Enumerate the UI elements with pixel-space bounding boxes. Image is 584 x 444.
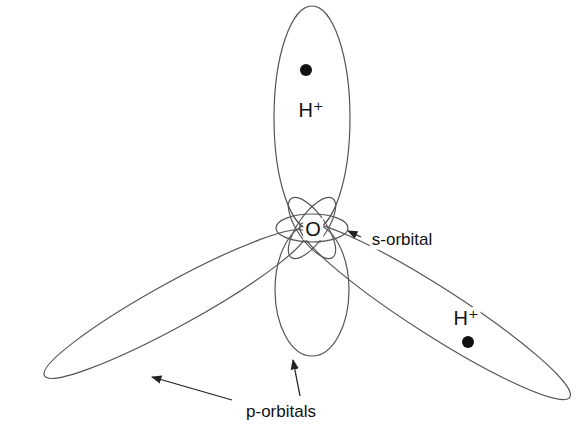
s-orbital-ellipse bbox=[280, 190, 344, 265]
leader-arrow bbox=[152, 377, 232, 400]
p-orbital-lobe bbox=[275, 224, 349, 356]
orbital-label: p-orbitals bbox=[244, 403, 318, 422]
p-orbital-lobe bbox=[34, 213, 316, 395]
hydrogen-nucleus bbox=[300, 64, 312, 76]
s-orbital-ellipse bbox=[276, 214, 348, 242]
ion-label: H⁺ bbox=[452, 307, 481, 329]
leader-arrow bbox=[293, 360, 300, 396]
p-orbital-lobe bbox=[287, 205, 582, 418]
leader-arrow bbox=[348, 231, 361, 237]
hydrogen-nucleus bbox=[462, 336, 474, 348]
p-orbital-lobe bbox=[274, 6, 350, 230]
ion-label: H⁺ bbox=[297, 99, 326, 121]
s-orbital-ellipse bbox=[280, 190, 344, 265]
atom-label: O bbox=[303, 218, 323, 240]
orbital-label: s-orbital bbox=[370, 231, 434, 250]
